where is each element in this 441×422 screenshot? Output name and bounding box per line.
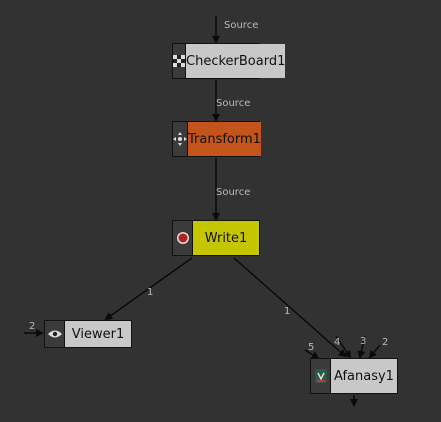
edge-afanasy-input-2[interactable]: [368, 344, 381, 359]
node-label-viewer: Viewer1: [65, 321, 131, 347]
edge-write-to-viewer[interactable]: [104, 257, 193, 321]
record-icon: [173, 221, 193, 255]
edge-afanasy-input-3[interactable]: [357, 335, 366, 359]
edge-write-to-afanasy[interactable]: [233, 257, 347, 358]
edge-label-checker-source: Source: [224, 20, 258, 31]
node-write[interactable]: Write1: [172, 220, 260, 256]
node-transform[interactable]: Transform1: [172, 121, 261, 157]
node-viewer[interactable]: Viewer1: [44, 320, 132, 348]
edge-label-afanasy-input-5: 5: [308, 342, 314, 353]
edge-label-afanasy-input-2: 2: [382, 337, 388, 348]
node-label-transform: Transform1: [188, 122, 261, 156]
checker-icon: [173, 44, 186, 78]
edge-label-afanasy-input-3: 3: [360, 336, 366, 347]
edge-afanasy-input-5[interactable]: [304, 349, 320, 360]
node-label-afanasy: Afanasy1: [331, 359, 397, 393]
edge-label-transform-source: Source: [216, 98, 250, 109]
transform-icon: [173, 122, 188, 156]
edge-label-write-to-viewer: 1: [147, 287, 153, 298]
node-checkerboard[interactable]: CheckerBoard1: [172, 43, 286, 79]
edge-label-viewer-input-2: 2: [29, 321, 35, 332]
edge-label-write-to-afanasy: 1: [284, 306, 290, 317]
node-label-checkerboard: CheckerBoard1: [186, 44, 286, 78]
edge-afanasy-input-4[interactable]: [335, 335, 352, 359]
edge-label-write-source: Source: [216, 187, 250, 198]
eye-icon: [45, 321, 65, 347]
node-label-write: Write1: [193, 221, 259, 255]
edge-label-afanasy-input-4: 4: [334, 337, 340, 348]
node-afanasy[interactable]: Afanasy1: [310, 358, 398, 394]
afanasy-icon: [311, 359, 331, 393]
